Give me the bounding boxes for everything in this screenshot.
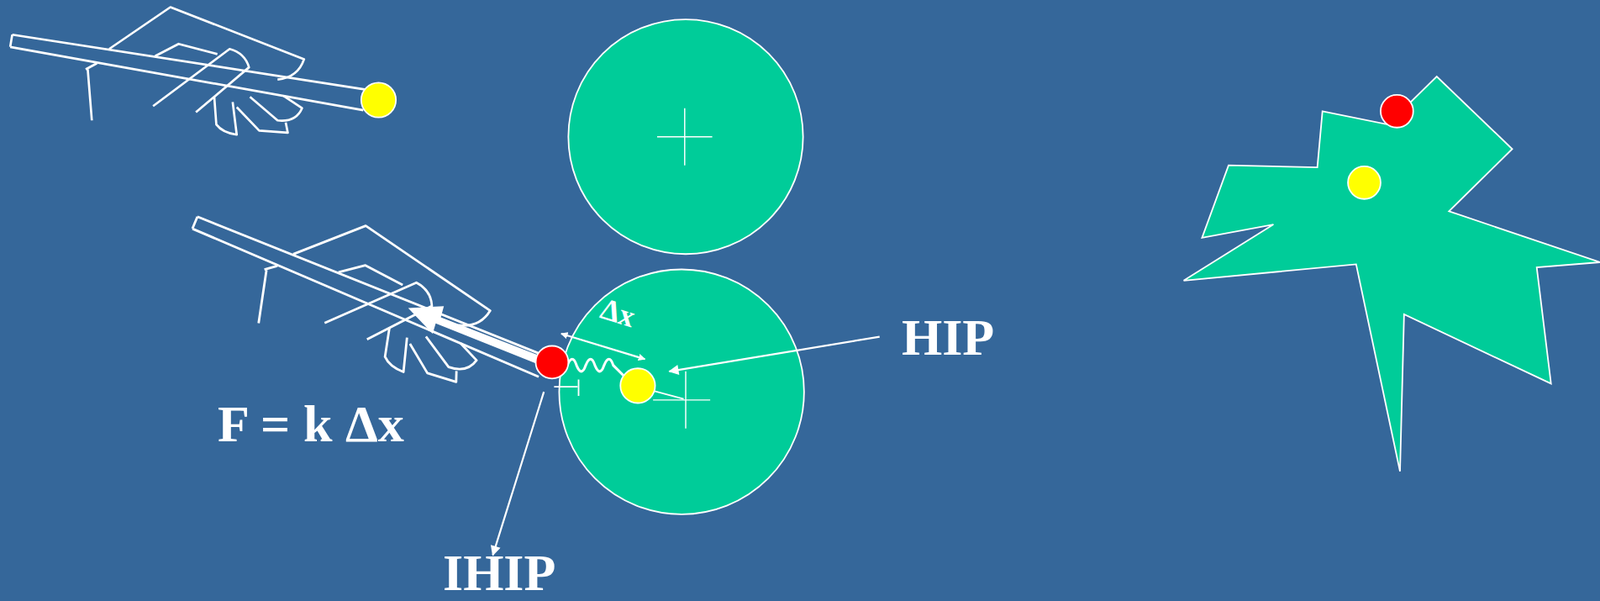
hip-point-star: [1347, 166, 1381, 200]
stylus-top: [10, 6, 368, 135]
object-circle-top: [568, 19, 803, 254]
stylus-bottom: [171, 188, 568, 404]
ihip-leader: [493, 391, 545, 555]
haptic-point-top: [361, 82, 396, 117]
force-formula: F = k Δx: [217, 397, 405, 450]
hip-point: [620, 368, 655, 403]
delta-x-arrow: [561, 333, 646, 359]
crosshair-bottom: [652, 371, 711, 429]
hip-label: HIP: [901, 310, 995, 364]
ihip-point-star: [1380, 94, 1414, 128]
object-circle-bottom: [558, 268, 804, 514]
force-arrow: [408, 305, 542, 364]
ihip-label: IHIP: [442, 546, 556, 599]
hip-leader: [669, 336, 880, 372]
complex-object: [1184, 76, 1600, 472]
spring: [567, 358, 624, 375]
ihip-point: [536, 346, 569, 379]
tick-mark: [553, 379, 579, 396]
hip-to-center-line: [652, 390, 684, 400]
crosshair-top: [657, 108, 713, 166]
